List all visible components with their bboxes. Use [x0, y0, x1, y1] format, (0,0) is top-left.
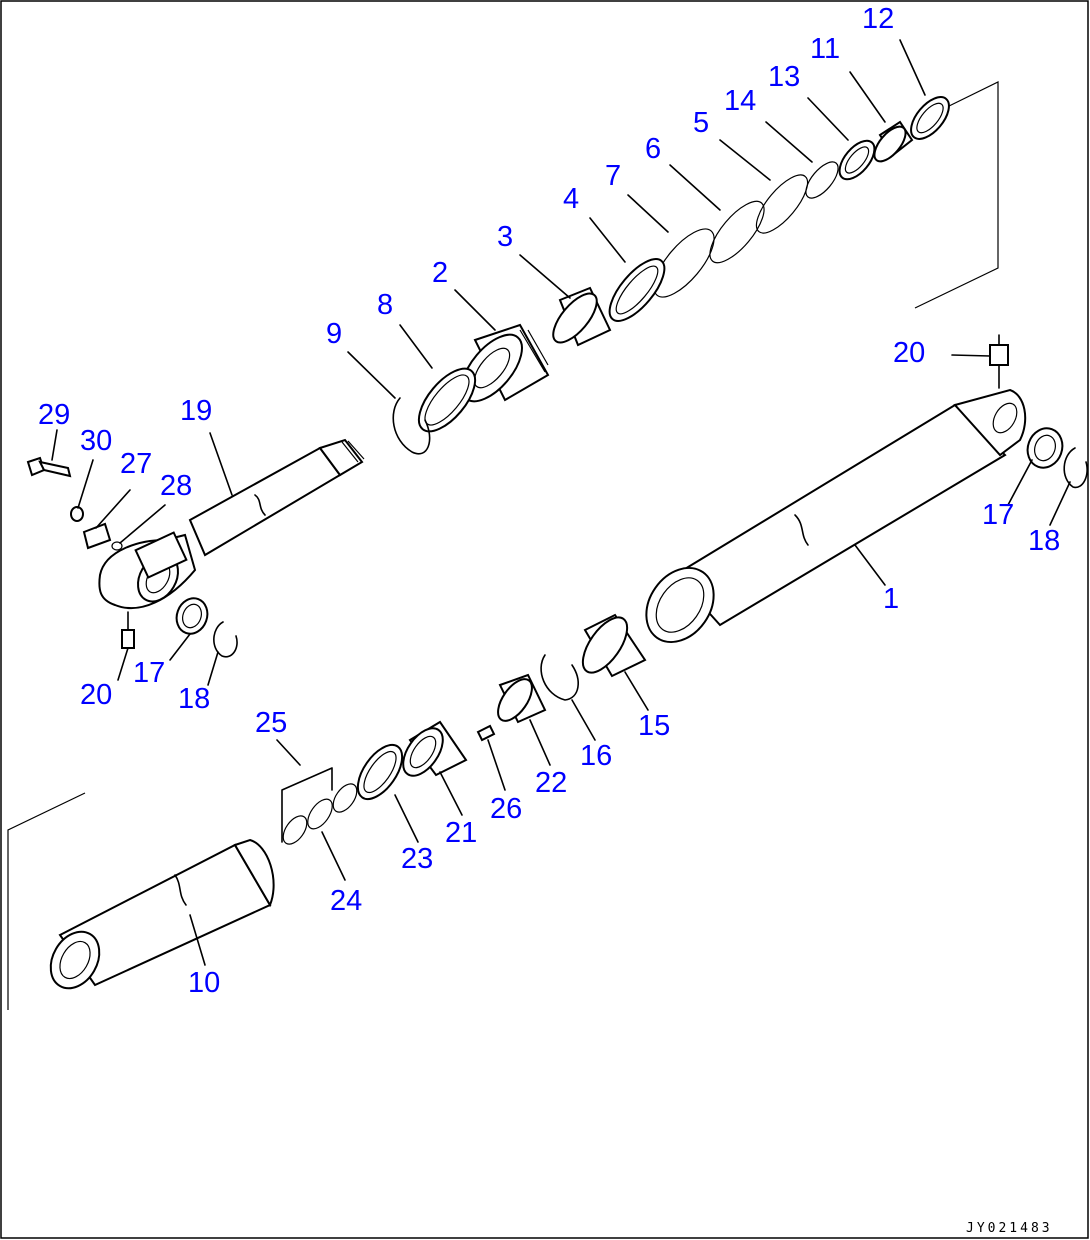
drawing-code: JY021483: [966, 1221, 1053, 1236]
label-part-13: 13: [768, 61, 800, 93]
label-part-29: 29: [38, 399, 70, 431]
label-part-20-right: 20: [893, 337, 925, 369]
part-17-bushing-left: [175, 597, 209, 635]
part-20-grease-fitting-left: [121, 611, 135, 649]
label-part-18-left: 18: [178, 683, 210, 715]
label-part-5: 5: [693, 107, 709, 139]
leader-lines: [51, 39, 1071, 966]
label-part-15: 15: [638, 710, 670, 742]
part-4-seal: [608, 258, 666, 322]
part-21-cushion: [402, 720, 468, 777]
part-1-cylinder-tube: [645, 388, 1027, 644]
part-6-ring: [709, 200, 765, 264]
part-10-tube: [49, 838, 275, 990]
part-22-wear-ring: [497, 673, 547, 724]
label-part-17-right: 17: [982, 499, 1014, 531]
label-part-27: 27: [120, 448, 152, 480]
label-part-18-right: 18: [1028, 525, 1060, 557]
label-part-6: 6: [645, 133, 661, 165]
label-part-17-left: 17: [133, 657, 165, 689]
label-part-3: 3: [497, 221, 513, 253]
label-part-23: 23: [401, 843, 433, 875]
part-12-ring: [910, 96, 950, 140]
part-19-piston-rod: [98, 438, 365, 610]
label-part-19: 19: [180, 395, 212, 427]
part-25-set-bracket: [281, 767, 333, 843]
break-line-bottom: [7, 792, 86, 1010]
part-17-bushing-right: [1026, 427, 1064, 469]
part-30-washer: [70, 506, 84, 522]
part-2-piston: [461, 323, 550, 403]
part-16-snap-ring: [540, 654, 579, 701]
label-part-1: 1: [883, 583, 899, 615]
label-part-9: 9: [326, 318, 342, 350]
label-part-22: 22: [535, 767, 567, 799]
part-23-seal: [356, 743, 404, 801]
part-18-snap-ring-right: [1063, 447, 1088, 489]
label-part-11: 11: [810, 33, 840, 65]
part-26-pin: [476, 724, 496, 742]
part-11-bushing: [873, 120, 914, 163]
part-28-oring: [111, 541, 123, 551]
label-part-21: 21: [445, 817, 477, 849]
label-part-24: 24: [330, 885, 362, 917]
part-15-bushing: [581, 613, 647, 678]
part-13-seal: [838, 139, 876, 181]
label-part-28: 28: [160, 470, 192, 502]
label-part-4: 4: [563, 183, 579, 215]
part-7-ring: [653, 228, 715, 298]
part-3-wear-ring: [552, 286, 612, 347]
label-part-16: 16: [580, 740, 612, 772]
part-5-ring: [755, 174, 809, 234]
part-18-snap-ring-left: [213, 621, 238, 658]
part-14-ring: [805, 161, 839, 199]
label-part-26: 26: [490, 793, 522, 825]
label-part-10: 10: [188, 967, 220, 999]
part-24-rings: [282, 783, 358, 845]
label-part-12: 12: [862, 3, 894, 35]
label-part-30: 30: [80, 425, 112, 457]
break-line-top: [914, 81, 999, 309]
part-9-snap-ring: [392, 397, 431, 455]
label-part-14: 14: [724, 85, 756, 117]
part-labels: 12 11 13 14 5 6 7 4 3 2 8 9 19 29 30 27 …: [38, 3, 1060, 999]
part-20-grease-fitting-right: [989, 334, 1009, 389]
label-part-8: 8: [377, 289, 393, 321]
label-part-25: 25: [255, 707, 287, 739]
part-29-bolt: [26, 456, 72, 478]
label-part-20-left: 20: [80, 679, 112, 711]
label-part-2: 2: [432, 257, 448, 289]
label-part-7: 7: [605, 160, 621, 192]
